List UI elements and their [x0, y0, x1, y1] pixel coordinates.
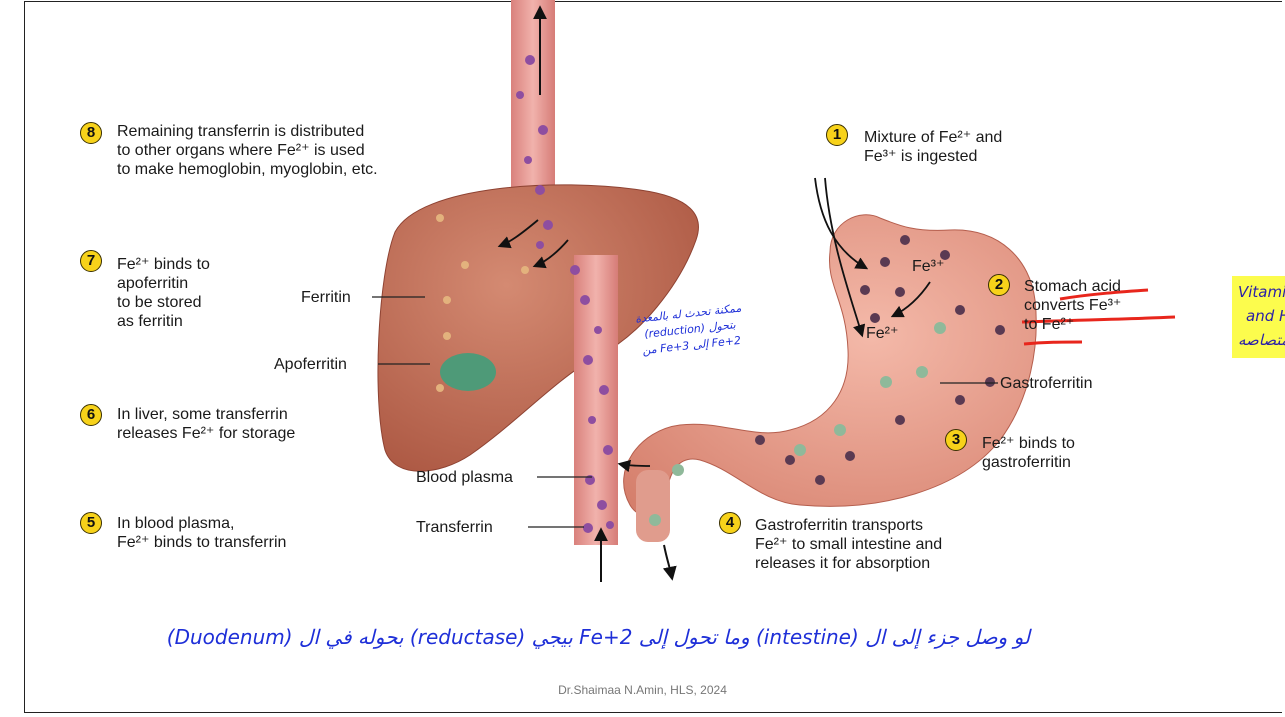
step-5-text: In blood plasma, Fe²⁺ binds to transferr…: [117, 514, 286, 552]
step-4-badge: 4: [719, 512, 741, 534]
step-7-badge: 7: [80, 250, 102, 272]
step-2-line-1: Stomach acid: [1024, 277, 1121, 296]
step-3-line-1: Fe²⁺ binds to: [982, 434, 1075, 453]
gallbladder: [440, 353, 496, 391]
step-6-line-1: In liver, some transferrin: [117, 405, 295, 424]
step-4-line-2: Fe²⁺ to small intestine and: [755, 535, 942, 554]
red-underline-3: [1024, 342, 1082, 344]
step-8-text: Remaining transferrin is distributed to …: [117, 122, 378, 179]
step-5-line-1: In blood plasma,: [117, 514, 286, 533]
step-1-line-2: Fe³⁺ is ingested: [864, 147, 1002, 166]
label-ferritin: Ferritin: [301, 288, 351, 307]
vitamin-note-line-1: Vitamin: [1238, 280, 1285, 304]
footer-credit: Dr.Shaimaa N.Amin, HLS, 2024: [0, 683, 1285, 697]
step-2-line-2: converts Fe³⁺: [1024, 296, 1121, 315]
step-3-text: Fe²⁺ binds to gastroferritin: [982, 434, 1075, 472]
vitamin-note-line-3: امتصاصه: [1238, 328, 1285, 352]
step-7-text: Fe²⁺ binds to apoferritin to be stored a…: [117, 255, 210, 331]
step-7-line-3: to be stored: [117, 293, 210, 312]
label-blood-plasma: Blood plasma: [416, 468, 513, 487]
step-8-line-1: Remaining transferrin is distributed: [117, 122, 378, 141]
step-4-line-1: Gastroferritin transports: [755, 516, 942, 535]
step-6-text: In liver, some transferrin releases Fe²⁺…: [117, 405, 295, 443]
vitamin-note-text: Vitamin and H امتصاصه: [1238, 280, 1285, 352]
label-transferrin: Transferrin: [416, 518, 493, 537]
step-4-text: Gastroferritin transports Fe²⁺ to small …: [755, 516, 942, 573]
duodenum: [636, 470, 670, 542]
step-5-badge: 5: [80, 512, 102, 534]
step-3-line-2: gastroferritin: [982, 453, 1075, 472]
label-gastroferritin: Gastroferritin: [1000, 374, 1092, 393]
step-5-line-2: Fe²⁺ binds to transferrin: [117, 533, 286, 552]
step-8-line-2: to other organs where Fe²⁺ is used: [117, 141, 378, 160]
step-7-line-2: apoferritin: [117, 274, 210, 293]
step-7-line-1: Fe²⁺ binds to: [117, 255, 210, 274]
step-6-badge: 6: [80, 404, 102, 426]
step-1-line-1: Mixture of Fe²⁺ and: [864, 128, 1002, 147]
step-7-line-4: as ferritin: [117, 312, 210, 331]
vitamin-note-line-2: and H: [1238, 304, 1285, 328]
upper-blood-vessel: [511, 0, 555, 215]
step-2-line-3: to Fe²⁺: [1024, 315, 1121, 334]
step-3-badge: 3: [945, 429, 967, 451]
step-2-text: Stomach acid converts Fe³⁺ to Fe²⁺: [1024, 277, 1121, 334]
step-2-badge: 2: [988, 274, 1010, 296]
label-fe3-stomach: Fe³⁺: [912, 257, 944, 276]
label-apoferritin: Apoferritin: [274, 355, 347, 374]
bottom-duodenum-note: لو وصل جزء إلى ال (intestine) وما تحول إ…: [90, 624, 1030, 650]
step-6-line-2: releases Fe²⁺ for storage: [117, 424, 295, 443]
step-8-badge: 8: [80, 122, 102, 144]
label-fe2-stomach: Fe²⁺: [866, 324, 898, 343]
step-4-line-3: releases it for absorption: [755, 554, 942, 573]
step-8-line-3: to make hemoglobin, myoglobin, etc.: [117, 160, 378, 179]
step-1-text: Mixture of Fe²⁺ and Fe³⁺ is ingested: [864, 128, 1002, 166]
step-1-badge: 1: [826, 124, 848, 146]
